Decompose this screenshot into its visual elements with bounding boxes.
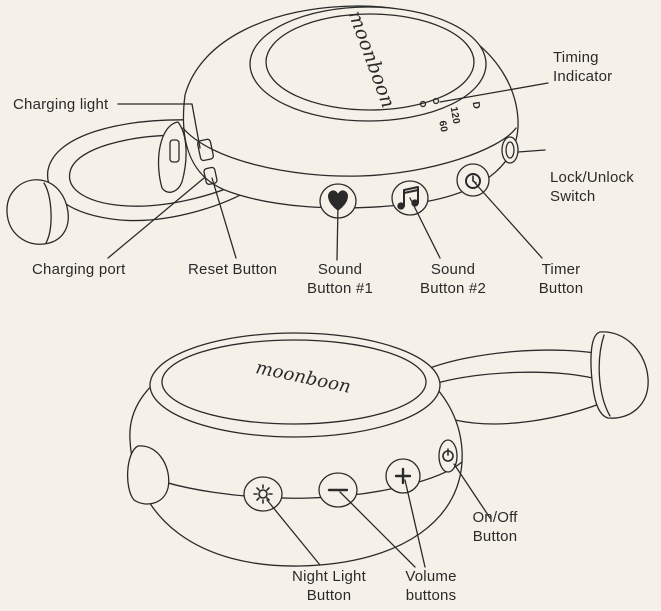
timer-button-label: Timer Button — [538, 261, 584, 297]
on-off-label: On/Off Button — [472, 509, 518, 545]
timing-indicator-light — [419, 100, 427, 108]
music-note-icon — [403, 186, 419, 207]
charging-light — [196, 138, 215, 162]
volume-down-button — [318, 472, 358, 508]
plus-icon — [394, 467, 412, 485]
bottom-disk — [149, 332, 441, 438]
night-light-label: Night Light Button — [292, 568, 366, 604]
sound-button-2-label: Sound Button #2 — [419, 261, 487, 297]
leader-charging-light — [117, 103, 201, 149]
lock-unlock-switch — [501, 136, 519, 164]
timer-button — [456, 163, 490, 197]
charging-light-label: Charging light — [13, 96, 109, 113]
timing-indicator-label: Timing Indicator — [553, 49, 613, 85]
top-strap-knob — [6, 179, 69, 245]
volume-label: Volume buttons — [405, 568, 457, 604]
sun-icon — [253, 484, 273, 504]
leader-sound-1 — [336, 204, 339, 261]
leader-charging-port — [107, 177, 205, 259]
reset-button-label: Reset Button — [188, 261, 278, 278]
charging-port-label: Charging port — [32, 261, 126, 278]
leader-lock-unlock — [517, 149, 546, 153]
top-disk — [249, 6, 487, 122]
leader-night-light — [266, 499, 321, 566]
leader-timer — [474, 182, 543, 259]
bottom-device — [126, 331, 649, 568]
volume-up-button — [385, 458, 421, 494]
timer-mark-120: 120 — [447, 106, 462, 125]
timer-icon — [465, 173, 481, 189]
leader-reset-button — [211, 177, 237, 259]
charging-port-housing — [157, 121, 187, 193]
night-light-button — [243, 476, 283, 512]
lock-unlock-label: Lock/Unlock Switch — [550, 169, 634, 205]
top-device — [6, 5, 549, 261]
heart-icon — [328, 190, 348, 211]
leader-sound-2 — [409, 197, 441, 259]
leader-timing-indicator — [439, 82, 549, 103]
on-off-button — [438, 439, 458, 473]
reset-button — [203, 166, 218, 185]
leader-on-off — [453, 463, 491, 519]
leader-volume-up — [404, 479, 426, 568]
leader-volume-down — [339, 491, 416, 568]
sound-button-1-label: Sound Button #1 — [306, 261, 374, 297]
bottom-strap-knob — [590, 331, 649, 419]
